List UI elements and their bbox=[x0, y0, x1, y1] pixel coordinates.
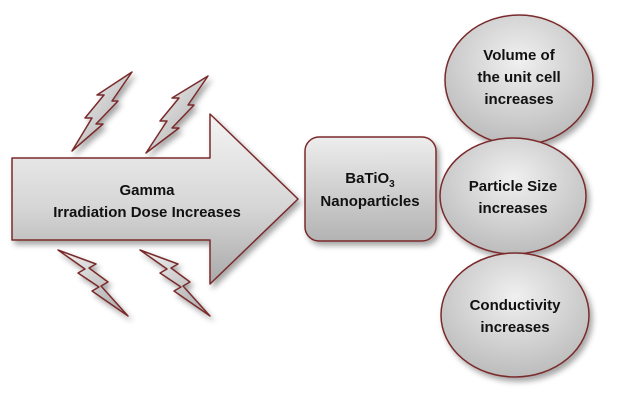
oval-particle-line-2: increases bbox=[478, 200, 547, 217]
center-box-line-1: BaTiO3 bbox=[345, 170, 395, 190]
oval-conductivity-line-2: increases bbox=[480, 319, 549, 336]
lightning-bolt-icon bbox=[71, 71, 133, 152]
lightning-bolt-icon bbox=[145, 75, 209, 154]
outcome-oval-particle-size bbox=[439, 137, 587, 255]
formula-subscript: 3 bbox=[389, 179, 395, 190]
oval-conductivity-line-1: Conductivity bbox=[470, 297, 561, 314]
lightning-bolt-icon bbox=[139, 249, 211, 317]
oval-volume-line-2: the unit cell bbox=[477, 69, 560, 86]
oval-particle-line-1: Particle Size bbox=[469, 178, 557, 195]
arrow-label-line-1: Gamma bbox=[119, 182, 175, 199]
center-box-line-2: Nanoparticles bbox=[320, 193, 419, 210]
formula-base: BaTiO bbox=[345, 170, 389, 187]
arrow-label-line-2: Irradiation Dose Increases bbox=[53, 204, 241, 221]
gamma-dose-arrow bbox=[11, 113, 299, 285]
oval-volume-line-1: Volume of bbox=[483, 47, 555, 64]
batio3-nanoparticles-box bbox=[304, 136, 437, 242]
outcome-oval-conductivity bbox=[440, 252, 590, 378]
oval-volume-line-3: increases bbox=[484, 91, 553, 108]
lightning-bolt-icon bbox=[57, 249, 129, 317]
